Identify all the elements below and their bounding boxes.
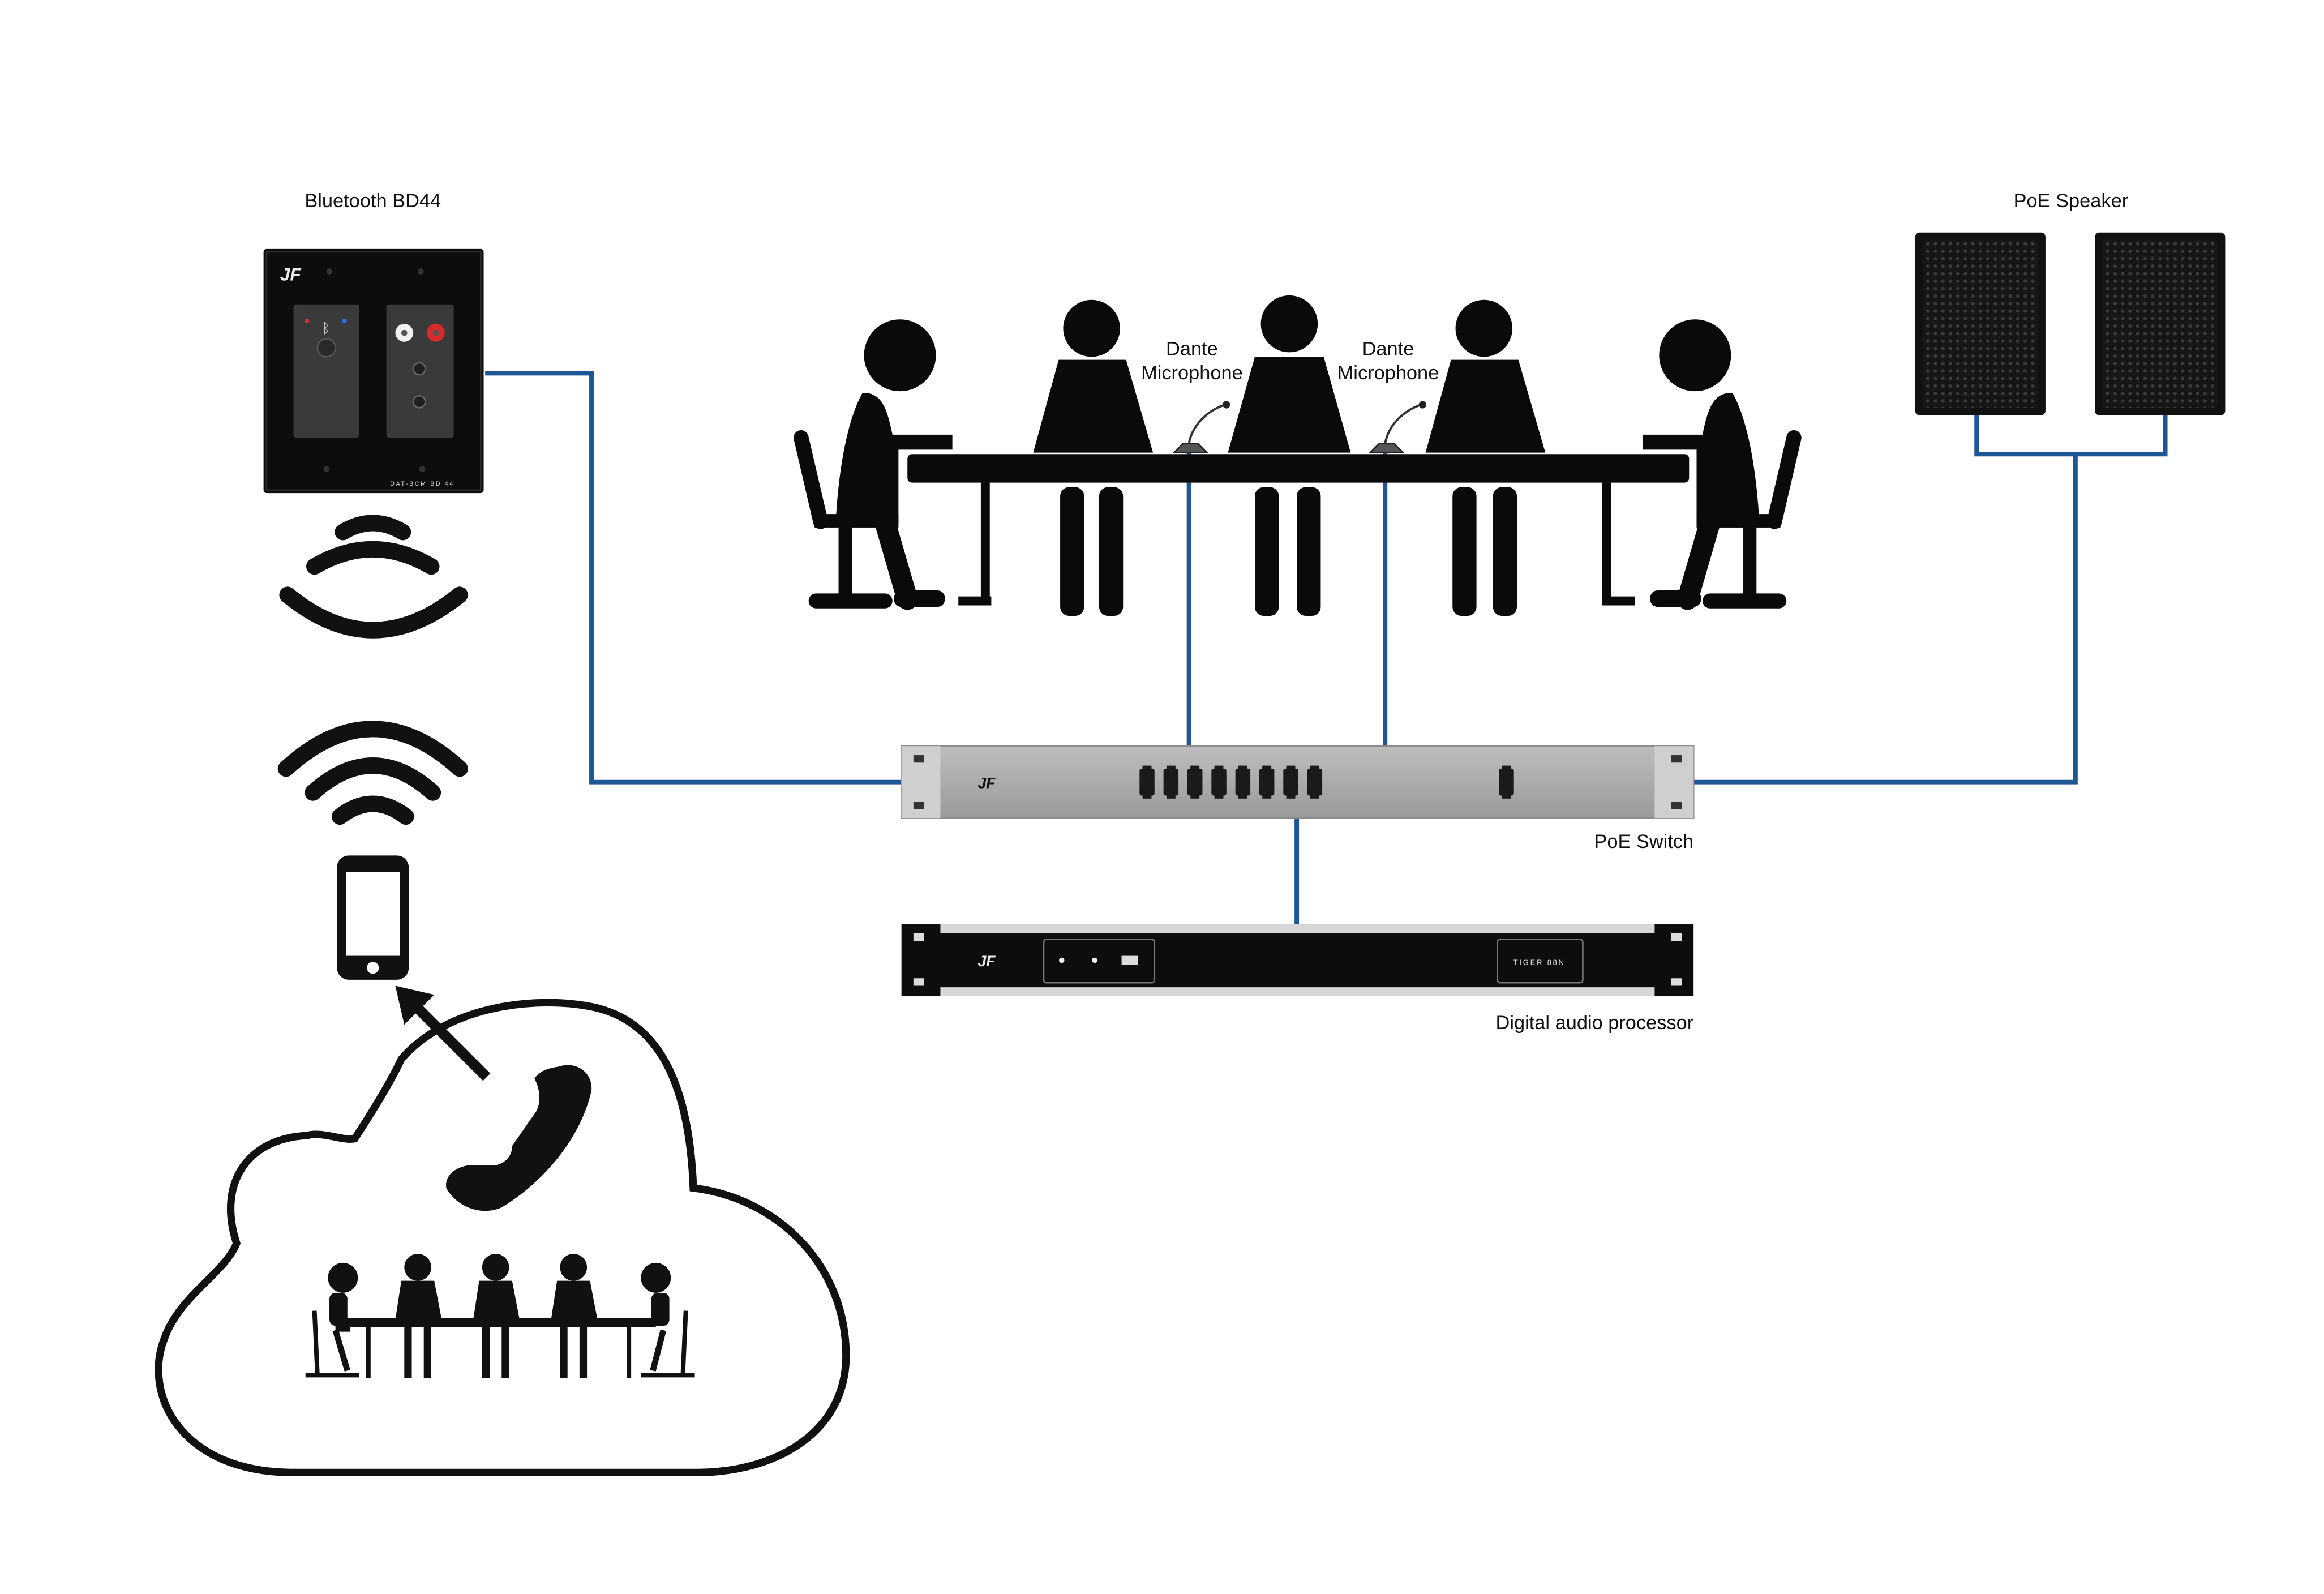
dante-mic1-label-line1: Dante — [1166, 338, 1218, 360]
dante-mic1-label-line2: Microphone — [1141, 362, 1243, 384]
dante-mic2-label-line2: Microphone — [1337, 362, 1439, 384]
arrow-icon — [395, 985, 491, 1081]
svg-text:JF: JF — [978, 774, 996, 791]
svg-text:JF: JF — [978, 953, 996, 970]
digital-audio-processor-label: Digital audio processor — [1496, 1012, 1694, 1034]
wifi-icon — [277, 721, 468, 825]
poe-switch-label: PoE Switch — [1594, 831, 1693, 852]
cable-lines — [485, 371, 2168, 925]
microphone-icon — [1172, 401, 1426, 453]
bd44-model-text: DAT-BCM BD 44 — [390, 481, 454, 487]
audio-processor: JF TIGER 88N — [901, 924, 1694, 997]
phone-handset-icon — [446, 1065, 592, 1211]
cable-speaker-right — [2075, 413, 2168, 457]
bluetooth-wave-icon — [279, 515, 468, 639]
network-switch: JF — [901, 745, 1695, 819]
poe-speaker-label: PoE Speaker — [2014, 190, 2129, 212]
processor-model-text: TIGER 88N — [1513, 958, 1566, 966]
cloud-icon — [155, 999, 850, 1476]
conference-meeting-scene — [794, 295, 1802, 616]
bluetooth-bd44-label: Bluetooth BD44 — [305, 190, 441, 212]
cable-bd44-to-switch — [485, 371, 902, 785]
bluetooth-device: JF ᛒ DAT-BCM BD 44 — [263, 248, 484, 494]
speaker-icon — [1915, 232, 2226, 415]
dante-mic2-label-line1: Dante — [1362, 338, 1414, 360]
svg-text:ᛒ: ᛒ — [322, 321, 330, 336]
smartphone-icon — [337, 855, 409, 980]
svg-text:JF: JF — [280, 264, 302, 284]
meeting-table-icon — [305, 1254, 695, 1378]
